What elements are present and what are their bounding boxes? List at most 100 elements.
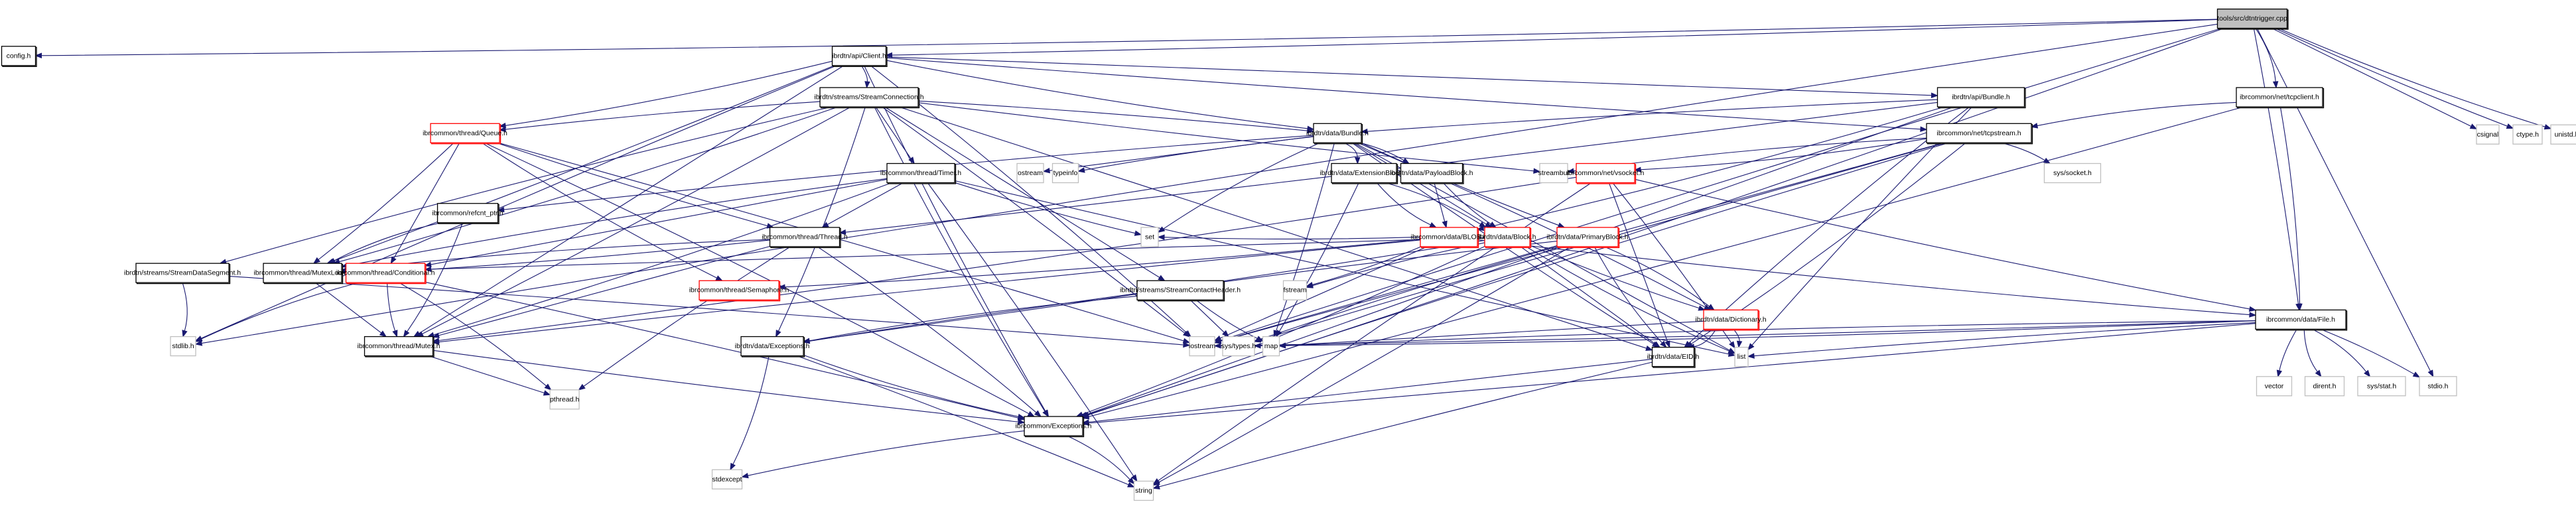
graph-node-eid[interactable]: ibrdtn/data/EID.h: [1647, 346, 1700, 368]
arrowhead-icon: [802, 338, 811, 344]
arrowhead-icon: [1042, 409, 1049, 418]
graph-node-thread[interactable]: ibrcommon/thread/Thread.h: [762, 227, 848, 249]
arrowhead-icon: [312, 257, 320, 264]
arrowhead-icon: [1566, 168, 1574, 174]
edge-line: [318, 142, 454, 260]
arrowhead-icon: [1134, 230, 1142, 236]
graph-node-tcpstream[interactable]: ibrcommon/net/tcpstream.h: [1926, 123, 2033, 145]
include-edge-dictionary-to-list: [1733, 329, 1743, 348]
include-edge-root-to-csignal: [2271, 28, 2478, 130]
graph-node-streamconn[interactable]: ibrdtn/streams/StreamConnection.h: [814, 87, 924, 109]
graph-node-block[interactable]: ibrdtn/data/Block.h: [1479, 227, 1536, 249]
graph-node-client[interactable]: ibrdtn/api/Client.h: [831, 46, 888, 67]
edge-line: [1082, 246, 1485, 415]
include-edge-thread-to-commonexc: [817, 246, 1042, 417]
edge-line: [347, 178, 888, 266]
include-edge-apibundle-to-databundle: [1360, 99, 1938, 135]
graph-node-csignal: csignal: [2476, 124, 2500, 145]
node-label: stdio.h: [2428, 382, 2449, 390]
graph-node-extblock[interactable]: ibrdtn/data/ExtensionBlock.h: [1320, 162, 1408, 184]
arrowhead-icon: [1158, 275, 1166, 281]
graph-node-stdio: stdio.h: [2419, 376, 2457, 397]
graph-node-dictionary[interactable]: ibrdtn/data/Dictionary.h: [1695, 309, 1767, 331]
graph-node-mutex[interactable]: ibrcommon/thread/Mutex.h: [358, 336, 441, 357]
graph-node-semaphore[interactable]: ibrcommon/thread/Semaphore.h: [689, 280, 789, 302]
graph-node-databundle[interactable]: ibrdtn/data/Bundle.h: [1306, 123, 1369, 145]
graph-node-primaryblock[interactable]: ibrdtn/data/PrimaryBlock.h: [1546, 227, 1629, 249]
graph-node-tcpclient[interactable]: ibrcommon/net/tcpclient.h: [2236, 87, 2325, 109]
include-edge-streamconn-to-queue: [498, 101, 821, 133]
graph-node-file[interactable]: ibrcommon/data/File.h: [2255, 309, 2348, 331]
arrowhead-icon: [182, 330, 188, 338]
graph-node-vsocket[interactable]: ibrcommon/net/vsocket.h: [1567, 162, 1645, 184]
graph-node-timer[interactable]: ibrcommon/thread/Timer.h: [880, 162, 961, 184]
arrowhead-icon: [1152, 479, 1160, 486]
arrowhead-icon: [821, 221, 829, 228]
include-edge-client-to-streamconn: [861, 65, 870, 89]
node-box: [1016, 162, 1044, 184]
include-edge-commonexc-to-string: [1066, 435, 1135, 485]
node-label: ibrcommon/net/tcpstream.h: [1936, 129, 2021, 137]
edge-line: [886, 56, 1932, 96]
arrowhead-icon: [778, 284, 785, 290]
graph-node-sch[interactable]: ibrdtn/streams/StreamContactHeader.h: [1120, 280, 1241, 302]
edge-line: [1360, 142, 1404, 161]
node-box: [430, 123, 500, 143]
include-edge-sds-to-stdlib: [182, 282, 188, 338]
graph-node-commonexc[interactable]: ibrcommon/Exceptions.h: [1016, 416, 1092, 438]
edge-line: [387, 283, 396, 332]
node-label: ibrcommon/data/File.h: [2266, 316, 2335, 324]
arrowhead-icon: [715, 275, 723, 281]
graph-node-apibundle[interactable]: ibrdtn/api/Bundle.h: [1936, 87, 2026, 109]
arrowhead-icon: [1075, 411, 1084, 417]
include-edge-sds-to-iostream: [228, 276, 1191, 348]
include-edge-vsocket-to-eid: [1608, 182, 1670, 348]
graph-node-payloadblock[interactable]: ibrdtn/data/PayloadBlock.h: [1390, 162, 1473, 184]
node-layer: tools/src/dtntrigger.cpp config.h ibrdtn/a…: [1, 8, 2576, 501]
node-label: stdlib.h: [172, 342, 194, 350]
edge-line: [864, 65, 1046, 412]
edge-line: [2279, 107, 2301, 304]
graph-node-conditional[interactable]: ibrcommon/thread/Conditional.h: [336, 263, 435, 285]
arrowhead-icon: [1081, 412, 1090, 418]
edge-line: [1163, 142, 1321, 229]
node-label: ibrdtn/data/Block.h: [1479, 233, 1536, 241]
edge-line: [2278, 28, 2545, 127]
graph-node-blob[interactable]: ibrcommon/data/BLOB.h: [1411, 227, 1487, 249]
graph-node-root[interactable]: tools/src/dtntrigger.cpp: [2216, 8, 2289, 30]
node-label: csignal: [2477, 131, 2499, 139]
include-edge-queue-to-iostream: [498, 142, 1191, 344]
node-label: dirent.h: [2313, 382, 2336, 390]
arrowhead-icon: [432, 339, 440, 345]
include-edge-blob-to-set: [1157, 234, 1421, 240]
include-edge-databundle-to-block: [1353, 142, 1493, 228]
arrowhead-icon: [2412, 371, 2421, 378]
graph-node-mutexlock[interactable]: ibrcommon/thread/MutexLock.h: [253, 263, 352, 285]
graph-node-dataexc[interactable]: ibrdtn/data/Exceptions.h: [735, 336, 810, 357]
include-edge-queue-to-conditional: [390, 143, 460, 265]
graph-node-sds[interactable]: ibrdtn/streams/StreamDataSegment.h: [124, 263, 241, 285]
edge-line: [1640, 138, 1927, 170]
node-label: set: [1145, 233, 1154, 241]
arrowhead-icon: [1442, 220, 1448, 229]
arrowhead-icon: [2469, 123, 2478, 130]
graph-node-config[interactable]: config.h: [1, 46, 37, 67]
arrowhead-icon: [1429, 222, 1437, 228]
edge-line: [439, 239, 1421, 343]
arrowhead-icon: [1034, 410, 1042, 417]
graph-node-queue[interactable]: ibrcommon/thread/Queue.h: [423, 123, 508, 145]
node-box: [2256, 376, 2293, 397]
arrowhead-icon: [1633, 166, 1641, 173]
arrowhead-icon: [194, 336, 203, 342]
include-edge-file-to-dirent: [2303, 329, 2322, 377]
node-box: [1936, 87, 2025, 107]
arrowhead-icon: [1698, 305, 1706, 311]
include-edge-blob-to-file: [1477, 239, 2257, 318]
include-edge-blob-to-mutex: [432, 239, 1421, 345]
graph-node-refcnt[interactable]: ibrcommon/refcnt_ptr.h: [432, 203, 504, 224]
edge-line: [334, 222, 442, 261]
arrowhead-icon: [2506, 123, 2514, 129]
include-edge-blob-to-semaphore: [778, 239, 1421, 290]
edge-line: [496, 142, 768, 227]
arrowhead-icon: [1027, 411, 1036, 417]
